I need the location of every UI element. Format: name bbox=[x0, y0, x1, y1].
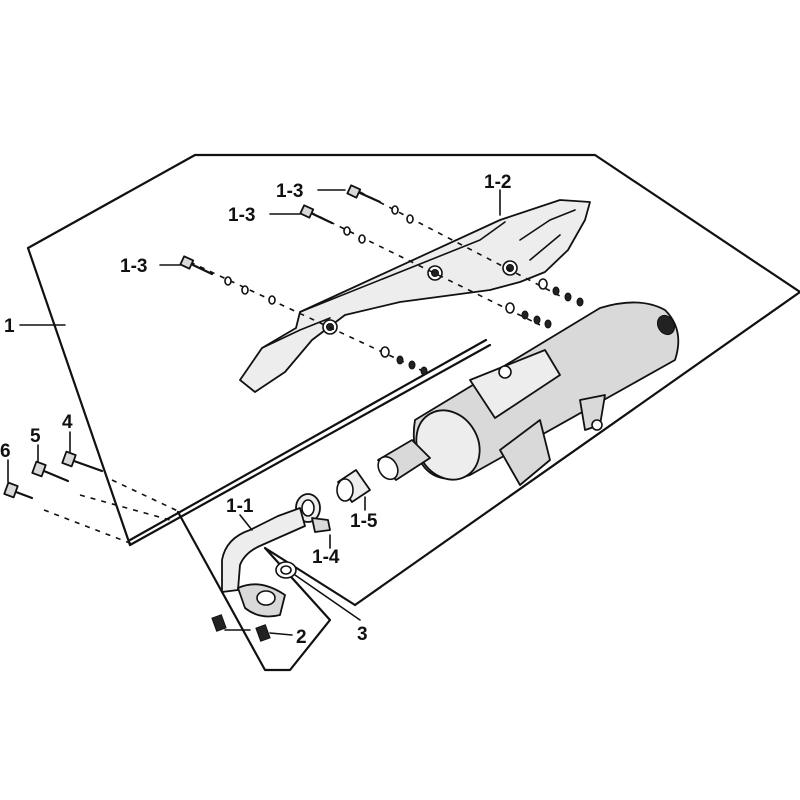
callout-5: 5 bbox=[30, 426, 41, 447]
callout-1-3-top: 1-3 bbox=[276, 181, 303, 202]
callout-1-1: 1-1 bbox=[226, 496, 254, 517]
callout-1-2: 1-2 bbox=[484, 172, 511, 193]
pipe-gasket-part bbox=[275, 561, 297, 579]
callout-2: 2 bbox=[296, 627, 307, 648]
leader-lines bbox=[7, 189, 501, 636]
gasket-part bbox=[336, 469, 371, 503]
callout-6: 6 bbox=[0, 441, 11, 462]
muffler-body bbox=[377, 301, 680, 486]
callout-3: 3 bbox=[357, 624, 368, 645]
callout-1: 1 bbox=[4, 316, 15, 337]
callout-1-3-lower: 1-3 bbox=[120, 256, 147, 277]
callout-1-3-middle: 1-3 bbox=[228, 205, 255, 226]
exhaust-pipe-part bbox=[221, 507, 306, 618]
heat-shield-bolts bbox=[179, 184, 584, 376]
assembly-boundary-left bbox=[176, 510, 357, 672]
callout-1-5: 1-5 bbox=[350, 511, 378, 532]
callout-1-4: 1-4 bbox=[312, 547, 340, 568]
assembly-boundary bbox=[26, 153, 800, 547]
assembly-boundary-inner bbox=[128, 343, 492, 547]
mounting-bolts bbox=[3, 450, 181, 546]
heat-shield-part bbox=[239, 199, 591, 393]
stud-bolts bbox=[211, 614, 271, 642]
callout-4: 4 bbox=[62, 412, 73, 433]
assembly-boundary-lower bbox=[353, 290, 800, 607]
